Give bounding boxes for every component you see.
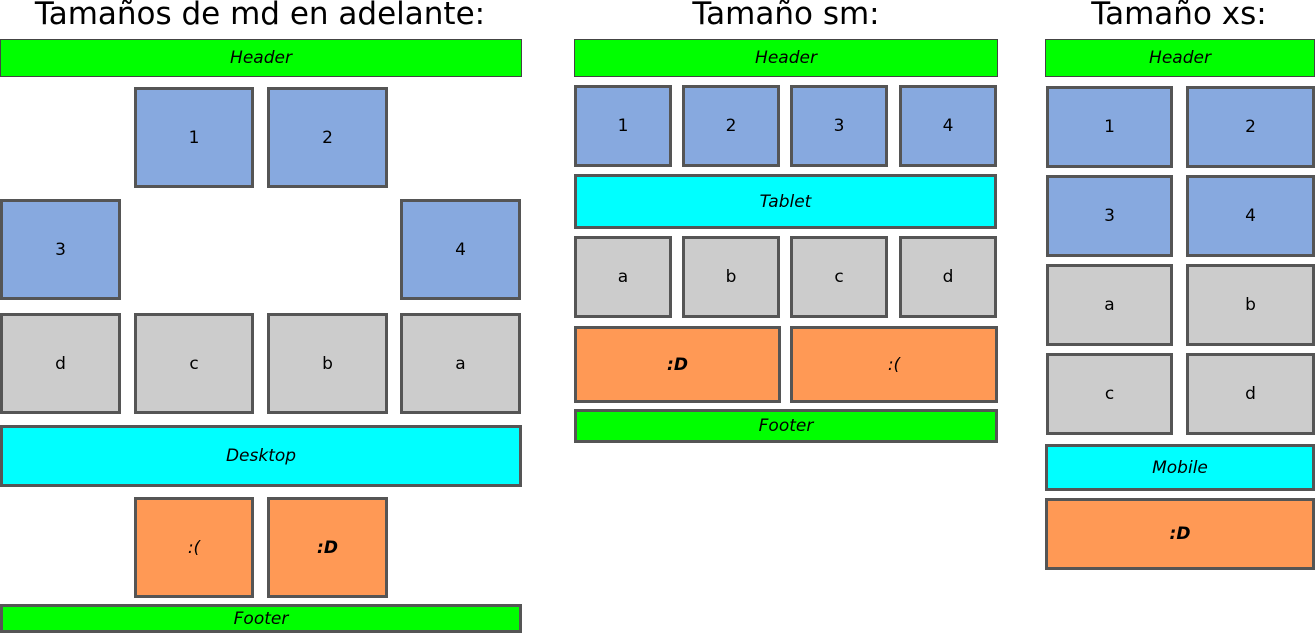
md-sad: :( <box>134 497 254 598</box>
sm-box-1: 1 <box>574 85 672 167</box>
sm-box-2: 2 <box>682 85 780 167</box>
xs-box-1: 1 <box>1046 86 1173 168</box>
xs-box-a: a <box>1046 264 1173 346</box>
sm-footer: Footer <box>574 409 998 443</box>
md-header: Header <box>0 39 522 77</box>
xs-box-2: 2 <box>1186 86 1315 168</box>
md-happy: :D <box>267 497 388 598</box>
md-desktop: Desktop <box>0 425 522 487</box>
title-sm: Tamaño sm: <box>692 0 880 32</box>
md-box-2: 2 <box>267 87 388 188</box>
md-footer: Footer <box>0 604 522 633</box>
sm-tablet: Tablet <box>574 174 997 229</box>
xs-mobile: Mobile <box>1045 444 1315 491</box>
xs-header: Header <box>1045 39 1315 77</box>
sm-box-d: d <box>899 236 997 318</box>
md-box-3: 3 <box>0 199 121 300</box>
sm-box-a: a <box>574 236 672 318</box>
md-box-1: 1 <box>134 87 254 188</box>
xs-box-4: 4 <box>1186 175 1315 257</box>
sm-header: Header <box>574 39 998 77</box>
sm-sad: :( <box>790 326 998 403</box>
sm-box-4: 4 <box>899 85 997 167</box>
md-box-d: d <box>0 313 121 414</box>
sm-happy: :D <box>574 326 781 403</box>
title-md: Tamaños de md en adelante: <box>34 0 486 32</box>
xs-box-d: d <box>1186 353 1315 435</box>
md-box-a: a <box>400 313 521 414</box>
sm-box-b: b <box>682 236 780 318</box>
xs-box-b: b <box>1186 264 1315 346</box>
sm-box-3: 3 <box>790 85 888 167</box>
xs-box-c: c <box>1046 353 1173 435</box>
xs-happy: :D <box>1045 498 1315 570</box>
sm-box-c: c <box>790 236 888 318</box>
xs-box-3: 3 <box>1046 175 1173 257</box>
md-box-c: c <box>134 313 254 414</box>
md-box-4: 4 <box>400 199 521 300</box>
title-xs: Tamaño xs: <box>1091 0 1267 32</box>
md-box-b: b <box>267 313 388 414</box>
